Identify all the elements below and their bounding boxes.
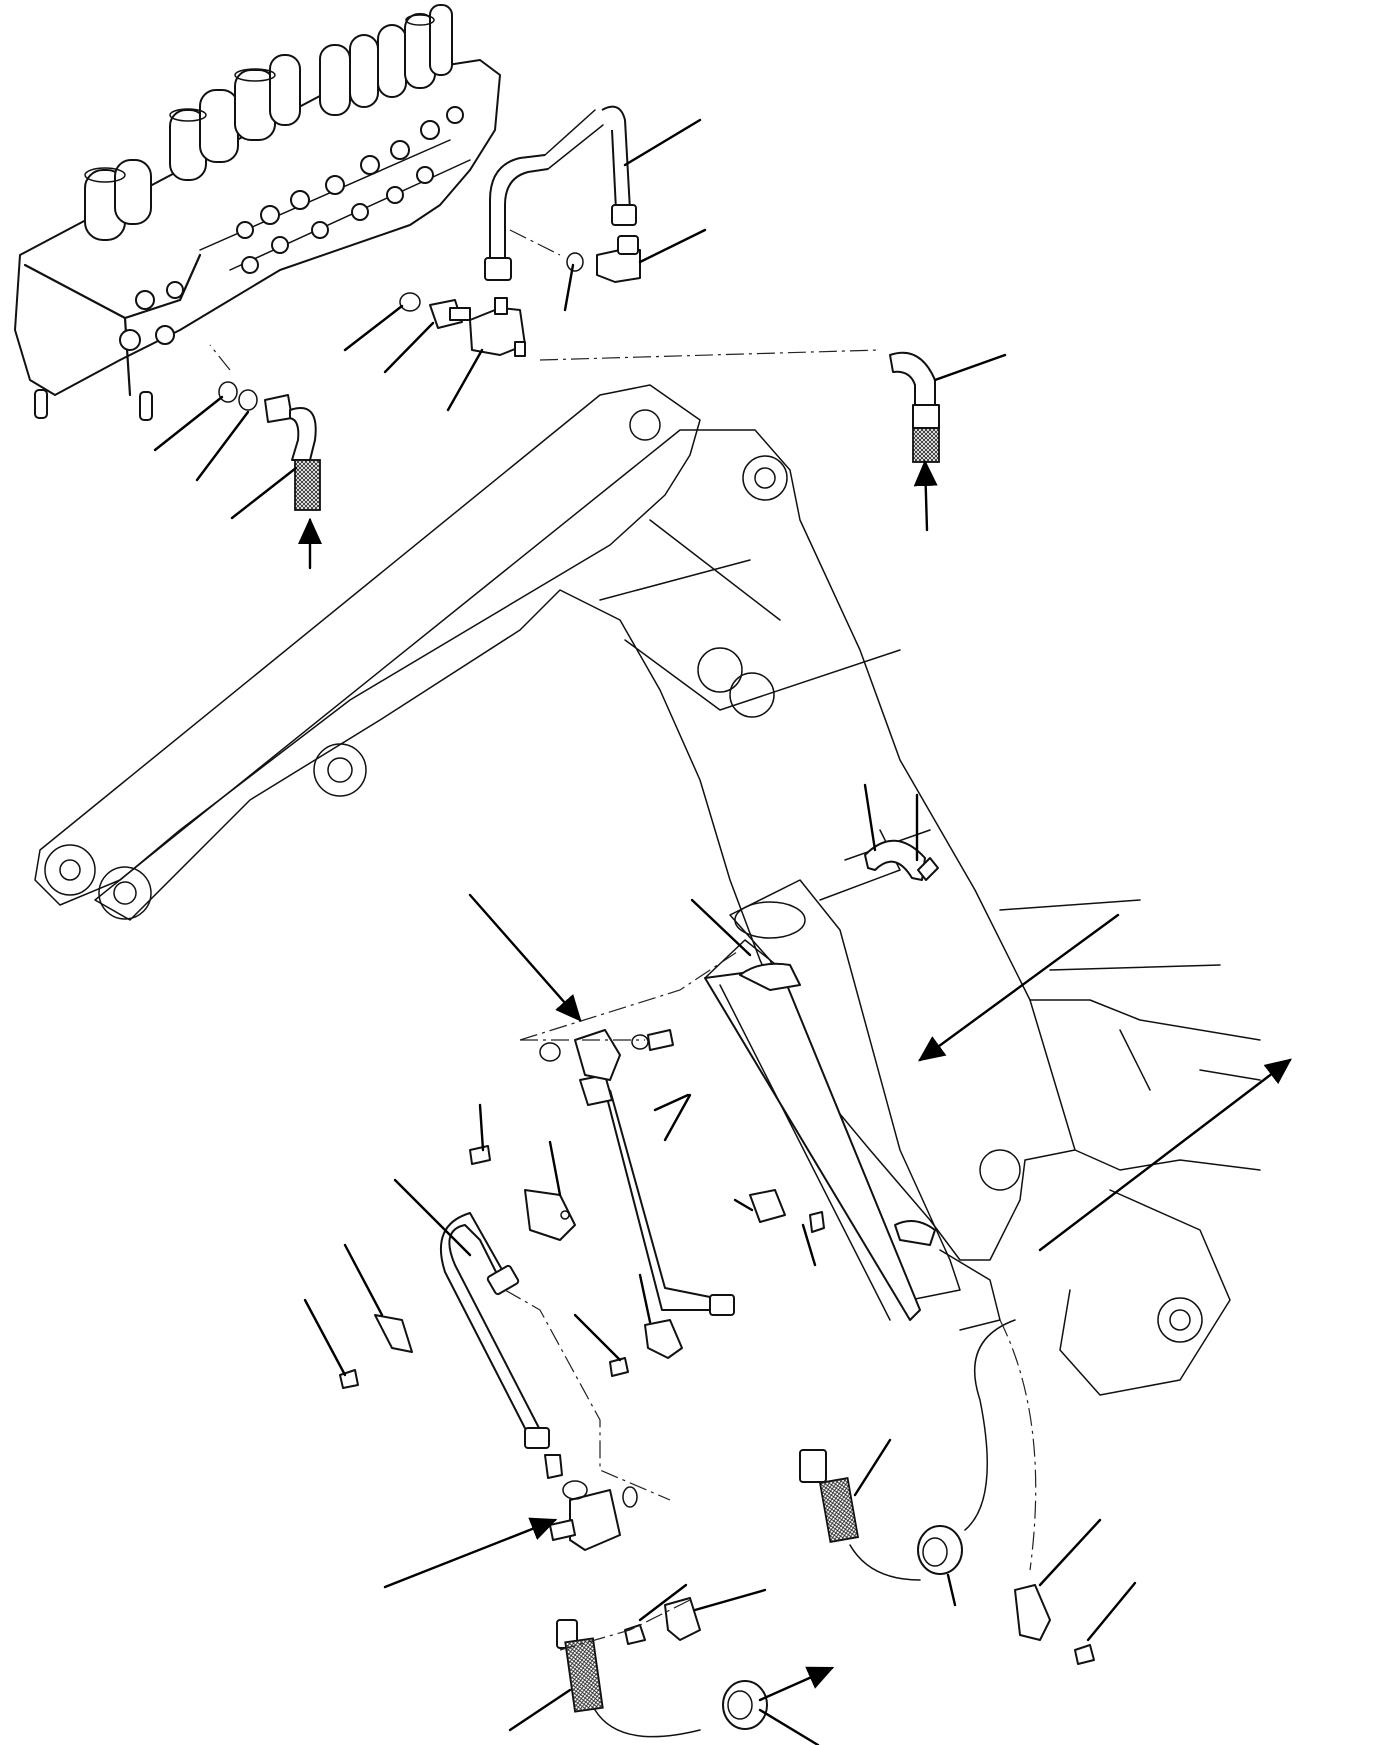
control-valve [14, 4, 501, 421]
fitting-right-elbow [889, 351, 940, 463]
clamp-right [1014, 1584, 1095, 1665]
elbow-upper-center [539, 1029, 674, 1081]
tube-lower-left [439, 1212, 541, 1439]
connector-block [549, 1489, 621, 1551]
clamp-lower-left [524, 1189, 576, 1241]
upper-hydraulic-lines [209, 105, 940, 511]
clamp-lower-right [609, 1319, 683, 1377]
tube-upper-left [489, 154, 549, 270]
fitting-upper-right [596, 235, 641, 283]
tube-upper-right [601, 105, 631, 211]
tee-fitting [469, 297, 526, 357]
clamp-bottom-center [624, 1597, 701, 1645]
clamp-upper [864, 839, 939, 881]
leader-lines [153, 118, 1137, 1745]
flow-arrows [298, 459, 1292, 1702]
tube-guard [704, 939, 936, 1321]
grommet-right [917, 1319, 1016, 1575]
hose-right [799, 1449, 921, 1581]
fitting-left-elbow [264, 394, 321, 511]
grommet-bottom [722, 1680, 768, 1730]
tube-lower-right [519, 949, 741, 1316]
clamp-small-left [374, 1314, 413, 1353]
lower-left-assembly [339, 1145, 671, 1551]
boom [34, 384, 1261, 1396]
fitting-upper-left [429, 299, 471, 329]
